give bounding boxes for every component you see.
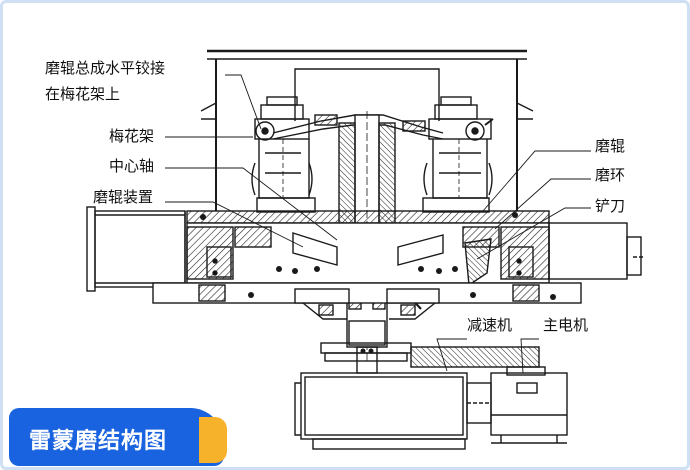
- label-roller-hinge-line1: 磨辊总成水平铰接: [45, 59, 166, 77]
- label-roller-device: 磨辊装置: [93, 188, 154, 206]
- title-banner-accent: [199, 417, 227, 463]
- label-shovel-blade: 铲刀: [595, 197, 626, 215]
- top-hood: [200, 49, 534, 211]
- right-roller-assembly: [422, 96, 494, 213]
- label-grinding-roller: 磨辊: [595, 137, 626, 155]
- main-motor-drawing: [490, 366, 568, 444]
- left-roller-assembly: [251, 96, 316, 213]
- leader-lines: [165, 74, 591, 374]
- label-roller-hinge-line2: 在梅花架上: [45, 85, 121, 103]
- bolts: [200, 212, 556, 354]
- label-reducer: 减速机: [467, 316, 513, 334]
- label-main-motor: 主电机: [543, 316, 589, 334]
- raymond-mill-drawing: [86, 49, 643, 450]
- label-plum-frame: 梅花架: [109, 127, 155, 145]
- reducer-assembly: [294, 342, 540, 450]
- label-center-shaft: 中心轴: [109, 157, 155, 175]
- title-banner: [9, 408, 224, 466]
- label-grinding-ring: 磨环: [595, 166, 626, 184]
- diagram-title: 雷蒙磨结构图: [29, 429, 168, 454]
- main-housing: [86, 206, 643, 320]
